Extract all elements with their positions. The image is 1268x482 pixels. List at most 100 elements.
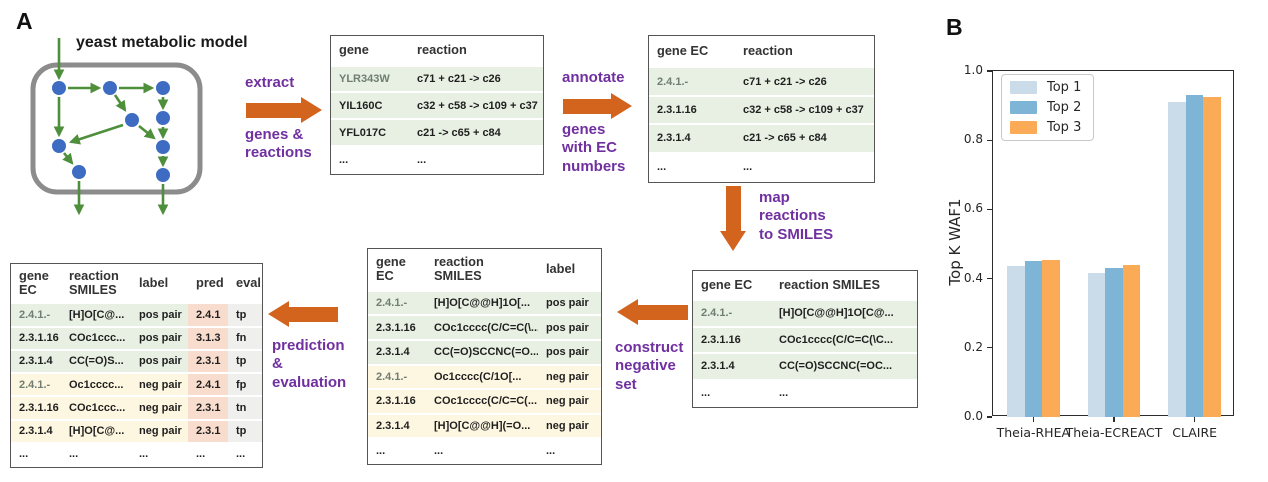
y-tick-label: 0.4 (963, 270, 983, 285)
metabolite-nodes (52, 81, 170, 182)
table-cell: 2.4.1.- (649, 68, 735, 95)
table-cell: YFL017C (331, 120, 409, 146)
column-header: reaction (409, 43, 543, 58)
table-cell: pos pair (131, 327, 188, 349)
prediction-arrow-icon (268, 301, 338, 327)
table-cell: neg pair (538, 365, 601, 389)
legend-label: Top 1 (1047, 80, 1082, 95)
step-label-extract: extract (245, 74, 295, 91)
column-header: reaction SMILES (771, 278, 917, 293)
column-header: label (131, 276, 188, 291)
legend: Top 1 Top 2 Top 3 (1001, 74, 1095, 141)
table-cell: neg pair (131, 374, 188, 396)
y-tick-mark (987, 70, 992, 72)
map-arrow-icon (720, 186, 746, 251)
table-cell: 2.4.1 (188, 374, 228, 396)
table-cell: c71 + c21 -> c26 (409, 66, 543, 92)
table-cell: neg pair (131, 397, 188, 419)
table-cell: 2.4.1.- (693, 301, 771, 326)
table-cell: YLR343W (331, 66, 409, 92)
column-header: eval (228, 276, 262, 291)
legend-entry: Top 3 (1010, 120, 1081, 135)
table-row: 2.4.1.-Oc1cccc(C/1O[...neg pair (368, 365, 601, 389)
legend-swatch-icon (1010, 81, 1037, 94)
table-cell: [H]O[C@@H]1O[... (426, 291, 538, 315)
table-cell: COc1cccc(C/C=C(... (426, 390, 538, 413)
table-cell: 2.3.1.16 (693, 327, 771, 353)
bar-top2-Theia-RHEA (1024, 261, 1043, 417)
table-cell: [H]O[C@... (61, 304, 131, 326)
table-cell: 2.3.1.4 (368, 340, 426, 364)
column-header: reaction SMILES (426, 255, 538, 284)
table-cell: neg pair (538, 414, 601, 438)
step-label-extract-detail: genes & reactions (245, 126, 312, 162)
bar-top3-Theia-RHEA (1042, 259, 1060, 417)
table-cell: [H]O[C@@H]1O[C@... (771, 301, 917, 326)
table-cell: 2.3.1 (188, 350, 228, 372)
table-cell: c32 + c58 -> c109 + c37 (409, 93, 543, 119)
table-cell: tn (228, 397, 262, 419)
table-cell: 2.3.1.16 (368, 316, 426, 339)
y-axis-label: Top K WAF1 (946, 198, 964, 286)
table-cell: ... (779, 386, 789, 399)
table-cell: c32 + c58 -> c109 + c37 (735, 96, 874, 124)
table-cell: [H]O[C@@H](=O... (426, 414, 538, 438)
table-cell: pos pair (538, 316, 601, 339)
table-cell: c21 -> c65 + c84 (409, 120, 543, 146)
table-cell: Oc1cccc(C/1O[... (426, 365, 538, 389)
annotate-arrow-icon (563, 93, 632, 119)
table-cell: 2.4.1.- (11, 374, 61, 396)
table-cell: neg pair (538, 390, 601, 413)
table-cell: tp (228, 420, 262, 442)
y-tick-label: 1.0 (963, 63, 983, 77)
table-row: ...... (331, 147, 543, 172)
table-cell: YIL160C (331, 93, 409, 119)
diagram-title: yeast metabolic model (76, 34, 248, 51)
table-cell: 2.3.1 (188, 397, 228, 419)
y-tick-mark (987, 277, 992, 280)
table-cell: ... (139, 448, 149, 461)
y-tick-label: 0.6 (963, 201, 983, 216)
bar-top1-CLAIRE (1168, 102, 1186, 417)
table-cell: 2.3.1.16 (11, 327, 61, 349)
column-header: gene EC (11, 269, 61, 298)
table-cell: 2.4.1.- (11, 304, 61, 326)
reaction-edges (53, 38, 169, 216)
column-header: reaction (735, 44, 874, 59)
x-tick-label: Theia-ECREACT (1065, 425, 1163, 440)
step-label-annotate-detail: genes with EC numbers (562, 121, 626, 175)
table-cell: 2.3.1.4 (693, 354, 771, 379)
table-cell: tp (228, 350, 262, 372)
table-cell: Oc1cccc... (61, 374, 131, 396)
legend-swatch-icon (1010, 121, 1037, 134)
bar-top1-Theia-RHEA (1007, 266, 1025, 417)
construct-arrow-icon (617, 299, 688, 325)
column-header: gene EC (649, 44, 735, 59)
table-cell: ... (417, 153, 427, 166)
y-tick-label: 0.0 (963, 409, 983, 423)
table-cell: ... (434, 444, 444, 457)
legend-entry: Top 2 (1010, 100, 1081, 115)
step-label-annotate: annotate (562, 69, 625, 86)
table-row: ...... (649, 154, 874, 180)
table-cell: COc1ccc... (61, 327, 131, 349)
table-cell: 2.3.1.16 (11, 397, 61, 419)
table-row: 2.4.1.-[H]O[C@@H]1O[C@... (693, 301, 917, 326)
table-cell: COc1cccc(C/C=C(\C... (771, 327, 917, 353)
column-header: label (538, 262, 601, 277)
